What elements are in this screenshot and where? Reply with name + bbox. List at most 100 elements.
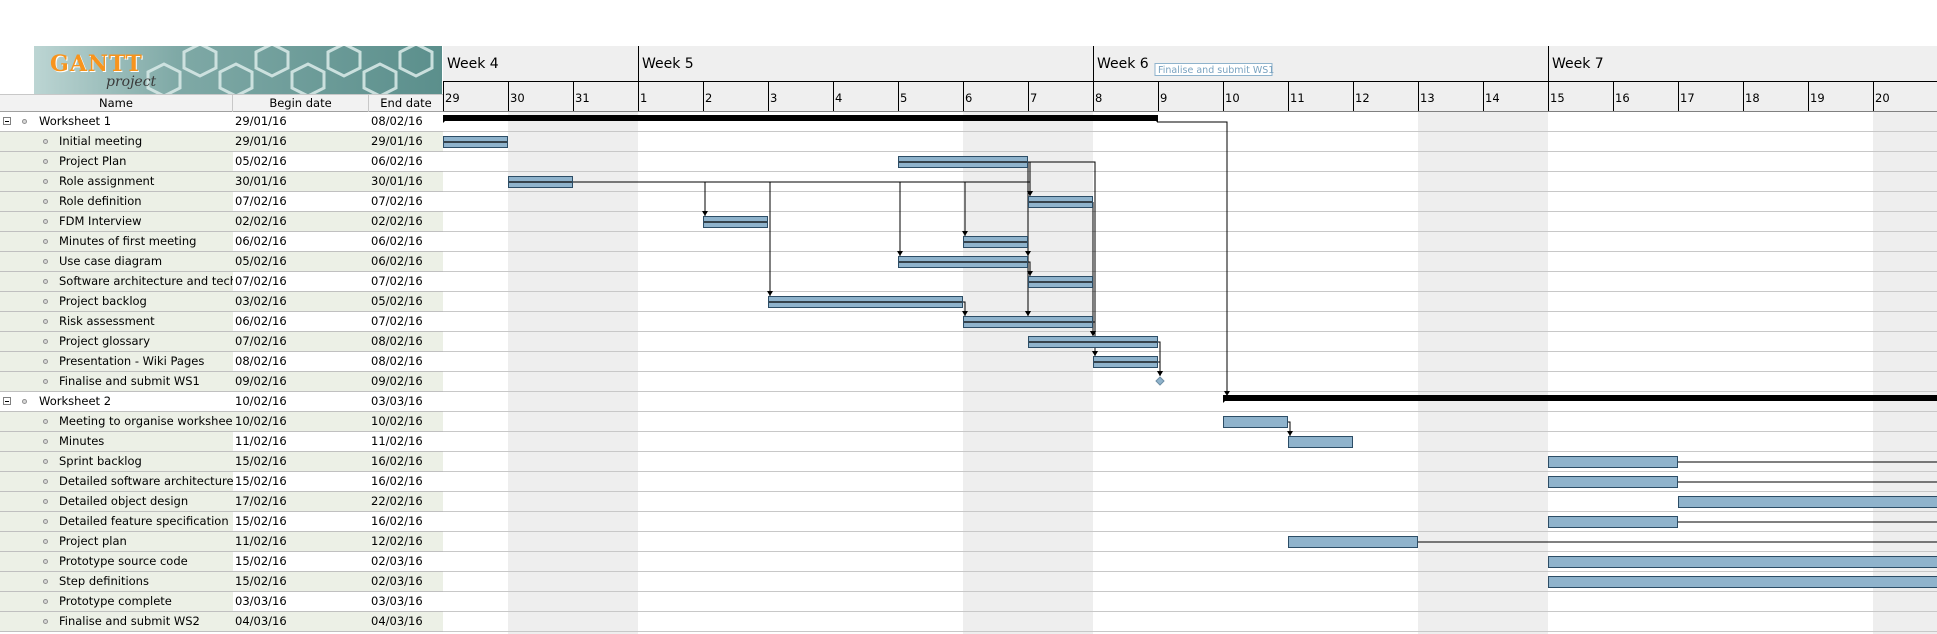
task-bar[interactable] [1288, 436, 1353, 448]
column-header-name[interactable]: Name [0, 95, 233, 112]
task-name-cell[interactable]: Project Plan [0, 152, 233, 171]
task-begin-date[interactable]: 30/01/16 [233, 172, 371, 191]
task-end-date[interactable]: 29/01/16 [369, 132, 443, 151]
task-begin-date[interactable]: 15/02/16 [235, 474, 287, 488]
task-end-date[interactable]: 16/02/16 [369, 452, 443, 471]
summary-bar[interactable] [443, 115, 1158, 121]
task-end-date[interactable]: 07/02/16 [371, 194, 423, 208]
task-end-date[interactable]: 07/02/16 [371, 274, 423, 288]
task-end-date[interactable]: 22/02/16 [369, 492, 443, 511]
task-begin-date[interactable]: 07/02/16 [233, 332, 371, 351]
task-end-date[interactable]: 09/02/16 [369, 372, 443, 391]
task-bar[interactable] [1548, 476, 1678, 488]
task-end-date[interactable]: 02/03/16 [371, 554, 423, 568]
task-end-date[interactable]: 03/03/16 [371, 594, 423, 608]
task-end-date[interactable]: 16/02/16 [371, 514, 423, 528]
task-name-cell[interactable]: Meeting to organise worksheet 2 [0, 412, 233, 431]
task-bar[interactable] [1678, 496, 1937, 508]
task-begin-date[interactable]: 15/02/16 [233, 572, 371, 591]
task-begin-date[interactable]: 29/01/16 [233, 132, 371, 151]
task-name-cell[interactable]: Project plan [0, 532, 233, 551]
task-begin-date[interactable]: 09/02/16 [233, 372, 371, 391]
task-begin-date[interactable]: 07/02/16 [235, 274, 287, 288]
task-name-cell[interactable]: Sprint backlog [0, 452, 233, 471]
task-name-cell[interactable]: Finalise and submit WS1 [0, 372, 233, 391]
task-name-cell[interactable]: Role definition [0, 192, 233, 211]
task-end-date[interactable]: 06/02/16 [371, 234, 423, 248]
task-name-cell[interactable]: Role assignment [0, 172, 233, 191]
task-name-cell[interactable]: Presentation - Wiki Pages [0, 352, 233, 371]
task-begin-date[interactable]: 29/01/16 [235, 114, 287, 128]
task-row[interactable]: Software architecture and tech...07/02/1… [0, 272, 443, 292]
task-end-date[interactable]: 04/03/16 [369, 612, 443, 631]
task-begin-date[interactable]: 03/02/16 [233, 292, 371, 311]
task-end-date[interactable]: 02/02/16 [369, 212, 443, 231]
task-begin-date[interactable]: 15/02/16 [235, 554, 287, 568]
task-end-date[interactable]: 12/02/16 [369, 532, 443, 551]
task-begin-date[interactable]: 05/02/16 [235, 154, 287, 168]
task-name-cell[interactable]: Step definitions [0, 572, 233, 591]
task-bar[interactable] [1548, 516, 1678, 528]
task-name-cell[interactable]: Worksheet 1 [0, 112, 233, 131]
task-end-date[interactable]: 10/02/16 [369, 412, 443, 431]
task-begin-date[interactable]: 11/02/16 [235, 434, 287, 448]
task-end-date[interactable]: 02/03/16 [369, 572, 443, 591]
task-name-cell[interactable]: Project backlog [0, 292, 233, 311]
task-name-cell[interactable]: Project glossary [0, 332, 233, 351]
task-bar[interactable] [1548, 456, 1678, 468]
task-bar[interactable] [1288, 536, 1418, 548]
task-bar[interactable] [1548, 576, 1937, 588]
task-name-cell[interactable]: Finalise and submit WS2 [0, 612, 233, 631]
task-begin-date[interactable]: 02/02/16 [233, 212, 371, 231]
task-name-cell[interactable]: Detailed object design [0, 492, 233, 511]
task-begin-date[interactable]: 06/02/16 [235, 234, 287, 248]
task-end-date[interactable]: 11/02/16 [371, 434, 423, 448]
task-name-cell[interactable]: Worksheet 2 [0, 392, 233, 411]
task-begin-date[interactable]: 03/03/16 [235, 594, 287, 608]
task-name-cell[interactable]: Detailed feature specification [0, 512, 233, 531]
column-header-begin-date[interactable]: Begin date [233, 95, 369, 112]
task-name-cell[interactable]: Prototype source code [0, 552, 233, 571]
task-begin-date[interactable]: 08/02/16 [235, 354, 287, 368]
task-bar[interactable] [1223, 416, 1288, 428]
task-begin-date[interactable]: 05/02/16 [233, 252, 371, 271]
task-name-cell[interactable]: Use case diagram [0, 252, 233, 271]
task-end-date[interactable]: 05/02/16 [369, 292, 443, 311]
task-end-date[interactable]: 08/02/16 [371, 354, 423, 368]
task-begin-date[interactable]: 10/02/16 [235, 394, 287, 408]
collapse-icon[interactable] [3, 397, 11, 405]
task-name-cell[interactable]: Risk assessment [0, 312, 233, 331]
task-end-date[interactable]: 16/02/16 [371, 474, 423, 488]
task-end-date[interactable]: 30/01/16 [369, 172, 443, 191]
task-end-date[interactable]: 06/02/16 [369, 252, 443, 271]
task-begin-date[interactable]: 06/02/16 [235, 314, 287, 328]
task-end-date[interactable]: 08/02/16 [371, 114, 423, 128]
task-name-cell[interactable]: Prototype complete [0, 592, 233, 611]
task-name-cell[interactable]: Initial meeting [0, 132, 233, 151]
collapse-icon[interactable] [3, 117, 11, 125]
task-end-date[interactable]: 07/02/16 [371, 314, 423, 328]
task-end-date[interactable]: 06/02/16 [371, 154, 423, 168]
task-begin-date[interactable]: 15/02/16 [233, 452, 371, 471]
task-name-cell[interactable]: Detailed software architecture [0, 472, 233, 491]
